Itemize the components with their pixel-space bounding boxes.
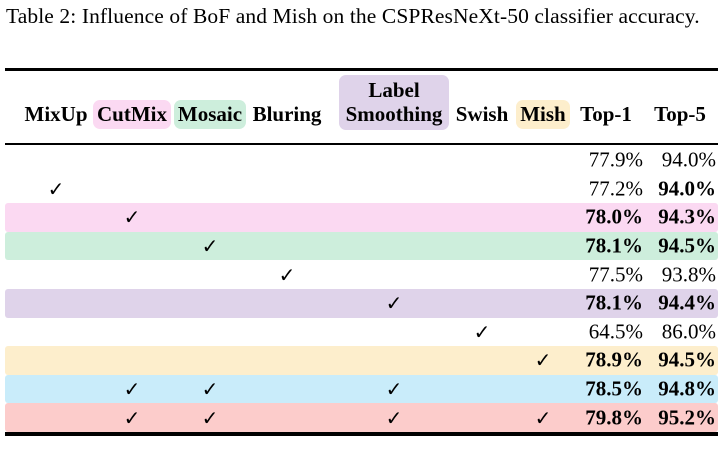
checkmark-mish: ✓ xyxy=(534,348,552,373)
row-highlight-band xyxy=(5,317,718,347)
checkmark-label_smoothing: ✓ xyxy=(385,291,403,316)
cell-top5: 94.0% xyxy=(661,147,716,172)
checkmark-mixup: ✓ xyxy=(47,176,65,201)
column-header-label: MixUp xyxy=(24,102,88,126)
table-body: 77.9% 94.0% ✓ 77.2% 94.0% ✓ 78.0% 94.3% ✓ 78.1% 94… xyxy=(5,146,718,432)
table-row: ✓ 78.0% 94.3% xyxy=(5,203,718,232)
column-header-top5: Top-5 xyxy=(620,100,723,129)
cell-top5: 94.0% xyxy=(658,176,716,201)
cell-top1: 78.0% xyxy=(585,204,643,229)
cell-top5: 95.2% xyxy=(658,405,716,430)
column-header-label: CutMix xyxy=(93,100,171,129)
checkmark-bluring: ✓ xyxy=(278,262,296,287)
table-row: ✓ ✓ ✓ ✓ 79.8% 95.2% xyxy=(5,403,718,432)
column-header-label: Bluring xyxy=(252,102,322,126)
cell-top1: 78.9% xyxy=(585,347,643,372)
cell-top1: 78.1% xyxy=(585,290,643,315)
checkmark-label_smoothing: ✓ xyxy=(385,405,403,430)
cell-top1: 78.1% xyxy=(585,233,643,258)
table-row: ✓ 78.1% 94.5% xyxy=(5,231,718,261)
cell-top1: 77.2% xyxy=(588,176,643,201)
column-header-label: Mish xyxy=(516,100,570,129)
table-row: 77.9% 94.0% xyxy=(5,146,718,175)
checkmark-mosaic: ✓ xyxy=(201,405,219,430)
checkmark-label_smoothing: ✓ xyxy=(385,377,403,402)
table-row: ✓ 77.5% 93.8% xyxy=(5,260,718,289)
cell-top5: 94.5% xyxy=(658,347,716,372)
row-highlight-band xyxy=(5,231,718,261)
row-highlight-band xyxy=(5,260,718,289)
table-row: ✓ 77.2% 94.0% xyxy=(5,174,718,204)
row-highlight-band xyxy=(5,403,718,432)
column-header-label: Top-1 xyxy=(580,102,632,126)
checkmark-mish: ✓ xyxy=(534,405,552,430)
column-header-top1: Top-1 xyxy=(546,100,666,129)
column-header-cutmix: CutMix xyxy=(72,100,192,129)
cell-top5: 94.4% xyxy=(658,290,716,315)
table-row: ✓ 78.9% 94.5% xyxy=(5,346,718,375)
table-bottom-rule xyxy=(5,432,718,436)
table-row: ✓ 64.5% 86.0% xyxy=(5,317,718,347)
row-highlight-band xyxy=(5,346,718,375)
table-row: ✓ ✓ ✓ 78.5% 94.8% xyxy=(5,374,718,404)
column-header-label: Mosaic xyxy=(173,100,247,129)
checkmark-swish: ✓ xyxy=(473,319,491,344)
checkmark-mosaic: ✓ xyxy=(201,377,219,402)
checkmark-cutmix: ✓ xyxy=(123,405,141,430)
column-header-bluring: Bluring xyxy=(227,100,347,129)
cell-top1: 79.8% xyxy=(585,405,643,430)
cell-top5: 94.3% xyxy=(658,204,716,229)
checkmark-cutmix: ✓ xyxy=(123,377,141,402)
checkmark-cutmix: ✓ xyxy=(123,205,141,230)
cell-top5: 94.8% xyxy=(658,376,716,401)
cell-top5: 93.8% xyxy=(661,262,716,287)
table-header-rule xyxy=(5,143,718,145)
cell-top1: 77.9% xyxy=(588,147,643,172)
column-header-mosaic: Mosaic xyxy=(150,100,270,129)
row-highlight-band xyxy=(5,174,718,204)
column-header-swish: Swish xyxy=(422,100,542,129)
row-highlight-band xyxy=(5,203,718,232)
cell-top1: 78.5% xyxy=(585,376,643,401)
checkmark-mosaic: ✓ xyxy=(201,234,219,259)
column-header-mish: Mish xyxy=(483,100,603,129)
row-highlight-band xyxy=(5,146,718,175)
row-highlight-band xyxy=(5,374,718,404)
column-header-label: Swish xyxy=(455,102,509,126)
cell-top5: 94.5% xyxy=(658,233,716,258)
table-row: ✓ 78.1% 94.4% xyxy=(5,288,718,318)
table-top-rule xyxy=(5,68,718,71)
column-header-mixup: MixUp xyxy=(0,100,116,129)
cell-top1: 64.5% xyxy=(588,319,643,344)
table-caption: Table 2: Influence of BoF and Mish on th… xyxy=(6,4,700,28)
cell-top1: 77.5% xyxy=(588,262,643,287)
column-header-label: Top-5 xyxy=(654,102,706,126)
cell-top5: 86.0% xyxy=(661,319,716,344)
row-highlight-band xyxy=(5,288,718,318)
